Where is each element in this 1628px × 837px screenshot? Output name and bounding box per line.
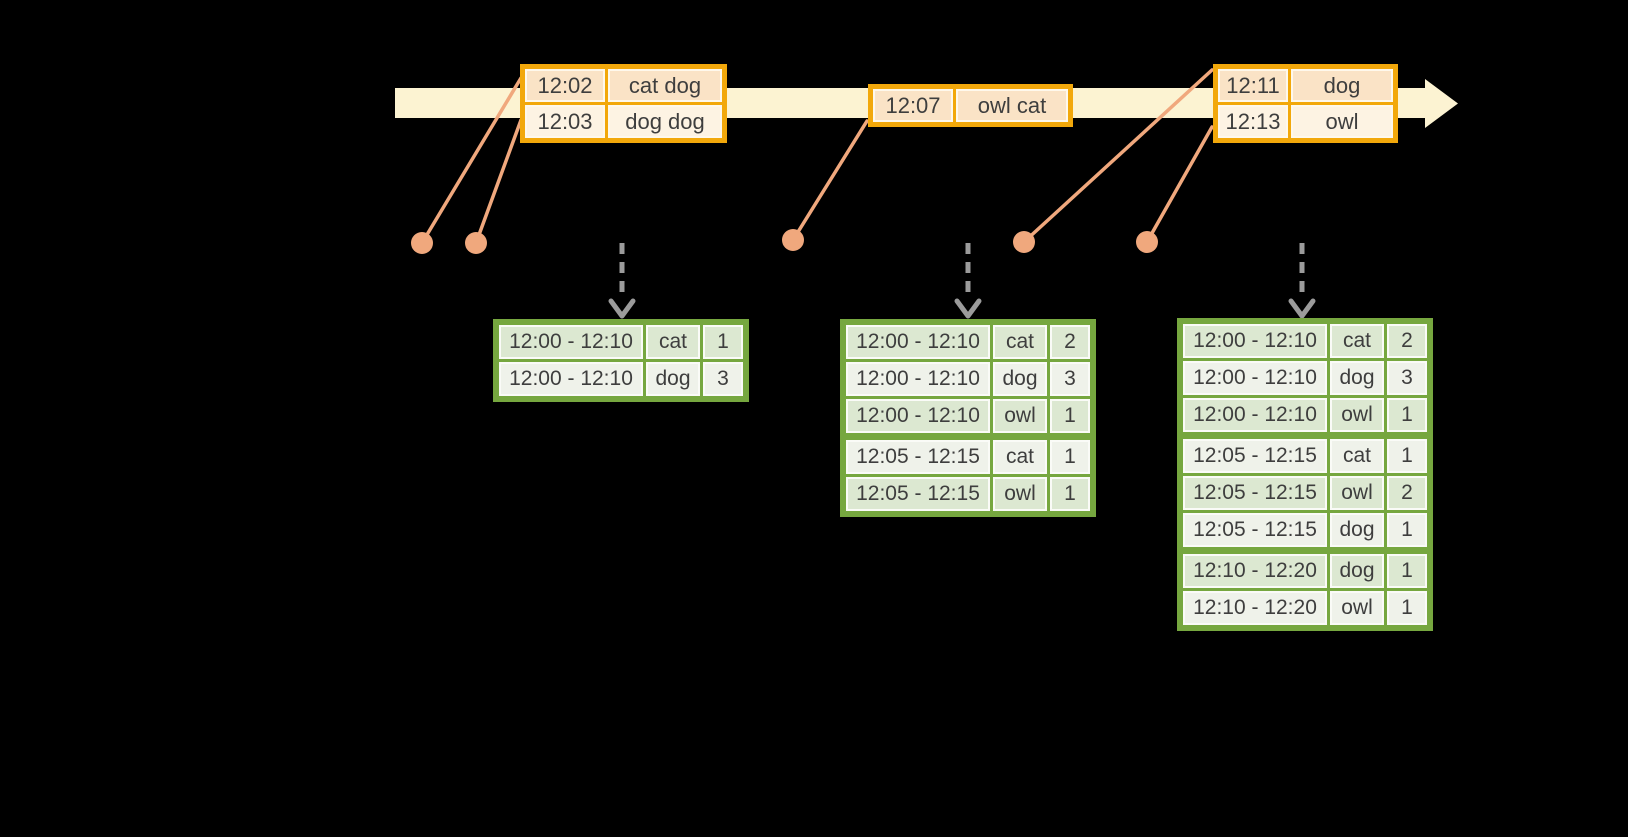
event-words-cell: dog dog [608,105,722,138]
leader-line [1022,68,1214,244]
word-cell: owl [993,399,1047,433]
window-cell: 12:00 - 12:10 [846,362,990,396]
count-cell: 1 [1387,591,1427,625]
word-cell: cat [1330,324,1384,358]
word-cell: dog [1330,554,1384,588]
count-cell: 1 [703,325,743,359]
count-cell: 1 [1050,440,1090,474]
word-cell: cat [993,325,1047,359]
window-cell: 12:00 - 12:10 [1183,324,1327,358]
word-cell: dog [646,362,700,396]
count-cell: 2 [1387,324,1427,358]
window-cell: 12:00 - 12:10 [1183,361,1327,395]
count-cell: 1 [1387,439,1427,473]
count-cell: 3 [703,362,743,396]
window-cell: 12:05 - 12:15 [1183,439,1327,473]
event-words-cell: dog [1291,69,1393,102]
event-dot [465,232,487,254]
event-time-cell: 12:03 [525,105,605,138]
word-cell: cat [1330,439,1384,473]
count-cell: 2 [1050,325,1090,359]
window-cell: 12:05 - 12:15 [846,477,990,511]
event-dot [782,229,804,251]
window-cell: 12:05 - 12:15 [846,440,990,474]
trigger-arrow [954,243,982,319]
event-dot [1013,231,1035,253]
word-cell: cat [646,325,700,359]
count-cell: 1 [1387,398,1427,432]
event-words-cell: owl [1291,105,1393,138]
leader-line [791,119,869,242]
window-cell: 12:05 - 12:15 [1183,476,1327,510]
window-cell: 12:00 - 12:10 [499,362,643,396]
event-words-cell: owl cat [956,89,1068,122]
count-cell: 3 [1050,362,1090,396]
event-time-cell: 12:02 [525,69,605,102]
count-cell: 2 [1387,476,1427,510]
trigger-arrow [608,243,636,319]
word-cell: owl [1330,398,1384,432]
leader-line [474,118,523,245]
word-cell: cat [993,440,1047,474]
event-dot [411,232,433,254]
window-cell: 12:00 - 12:10 [846,325,990,359]
count-cell: 1 [1387,554,1427,588]
event-time-cell: 12:11 [1218,69,1288,102]
window-cell: 12:10 - 12:20 [1183,554,1327,588]
window-cell: 12:10 - 12:20 [1183,591,1327,625]
word-cell: dog [1330,361,1384,395]
window-cell: 12:00 - 12:10 [1183,398,1327,432]
word-cell: owl [1330,591,1384,625]
count-cell: 1 [1050,477,1090,511]
trigger-arrow [1288,243,1316,319]
word-cell: owl [1330,476,1384,510]
leader-line [1145,125,1214,244]
event-time-cell: 12:13 [1218,105,1288,138]
word-cell: dog [1330,513,1384,547]
window-cell: 12:00 - 12:10 [846,399,990,433]
word-cell: dog [993,362,1047,396]
word-cell: owl [993,477,1047,511]
event-words-cell: cat dog [608,69,722,102]
event-time-cell: 12:07 [873,89,953,122]
window-cell: 12:05 - 12:15 [1183,513,1327,547]
leader-line [420,76,523,245]
event-dot [1136,231,1158,253]
count-cell: 3 [1387,361,1427,395]
count-cell: 1 [1387,513,1427,547]
window-cell: 12:00 - 12:10 [499,325,643,359]
count-cell: 1 [1050,399,1090,433]
